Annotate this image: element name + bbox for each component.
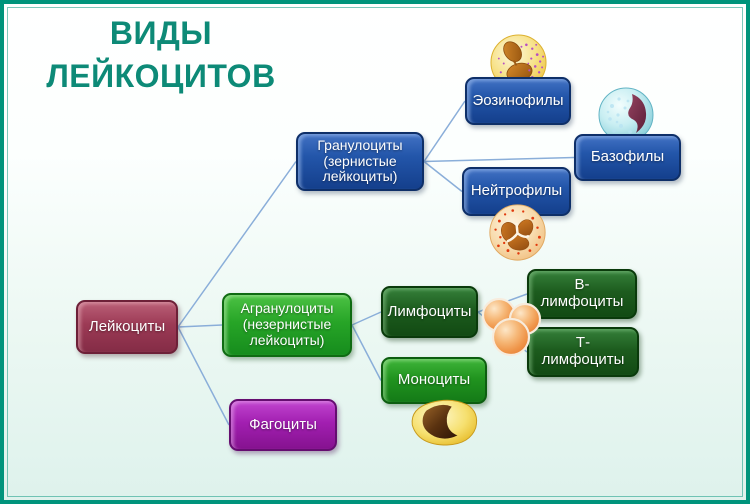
neutrophil-cell-icon [486,201,549,267]
node-lymphocytes-label: Лимфоциты [387,302,472,320]
node-basophils-label: Базофилы [590,148,665,166]
node-b-lymphocytes-label: В-лимфоциты [540,276,624,310]
connector-lines [177,100,575,426]
node-b-lymphocytes: В-лимфоциты [527,269,637,319]
node-neutrophils-label: Нейтрофилы [470,182,563,200]
basophil-cell-icon [597,86,655,149]
node-phagocytes-label: Фагоциты [249,415,317,433]
node-lymphocytes: Лимфоциты [381,286,478,338]
node-agranulocytes: Агранулоциты (незернистые лейкоциты) [222,293,352,357]
node-granulocytes-label: Гранулоциты (зернистые лейкоциты) [317,136,403,185]
lymphocyte-cells-icon [477,296,549,363]
page-title: ВИДЫ ЛЕЙКОЦИТОВ [20,12,302,98]
node-t-lymphocytes: Т-лимфоциты [527,327,639,377]
node-leukocytes-label: Лейкоциты [88,317,166,335]
node-phagocytes: Фагоциты [229,399,337,451]
node-agranulocytes-label: Агранулоциты (незернистые лейкоциты) [240,300,334,348]
node-t-lymphocytes-label: Т-лимфоциты [541,334,625,368]
node-eosinophils-label: Эозинофилы [472,91,564,109]
title-line-2: ЛЕЙКОЦИТОВ [46,58,276,94]
eosinophil-cell-icon [489,33,548,97]
node-basophils: Базофилы [574,134,681,181]
node-granulocytes: Гранулоциты (зернистые лейкоциты) [296,132,424,191]
node-leukocytes: Лейкоциты [76,300,178,354]
monocyte-cell-icon [405,396,483,451]
node-eosinophils: Эозинофилы [465,77,571,125]
node-monocytes-label: Моноциты [397,371,471,389]
title-line-1: ВИДЫ [109,15,213,51]
